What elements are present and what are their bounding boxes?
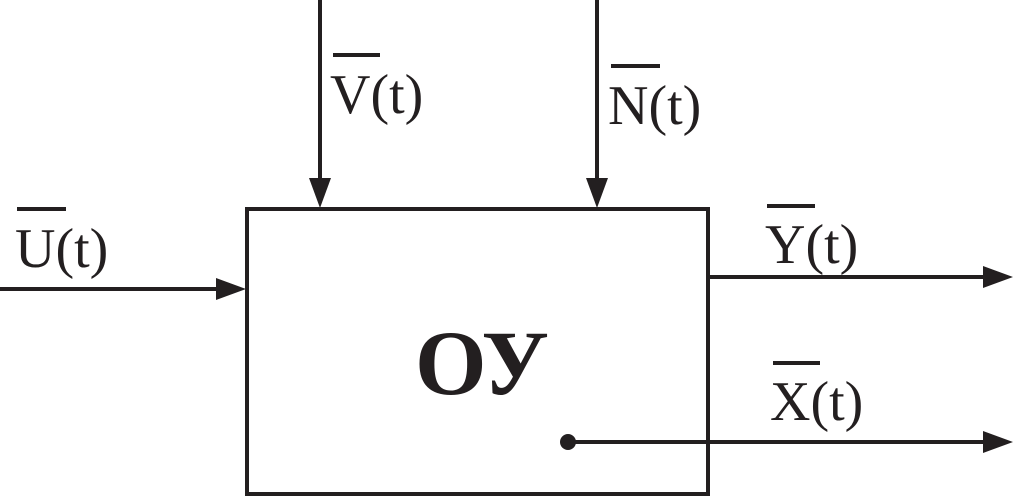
input-u-arrow <box>0 278 246 300</box>
input-n-arrow <box>586 0 608 208</box>
svg-text:X(t): X(t) <box>770 371 863 433</box>
output-y-label: Y(t) <box>765 204 858 276</box>
control-object-block <box>245 207 710 496</box>
input-u-label: U(t) <box>15 207 108 280</box>
control-object-label: ОУ <box>415 312 549 414</box>
input-n-label: N(t) <box>608 64 701 137</box>
svg-text:N(t): N(t) <box>608 75 701 137</box>
output-x-arrow <box>560 431 1013 453</box>
svg-text:Y(t): Y(t) <box>765 214 858 276</box>
svg-text:V(t): V(t) <box>330 64 423 126</box>
input-v-label: V(t) <box>330 53 423 126</box>
input-v-arrow <box>309 0 331 208</box>
output-y-arrow <box>708 266 1013 288</box>
output-x-label: X(t) <box>770 361 863 433</box>
svg-text:U(t): U(t) <box>15 218 108 280</box>
